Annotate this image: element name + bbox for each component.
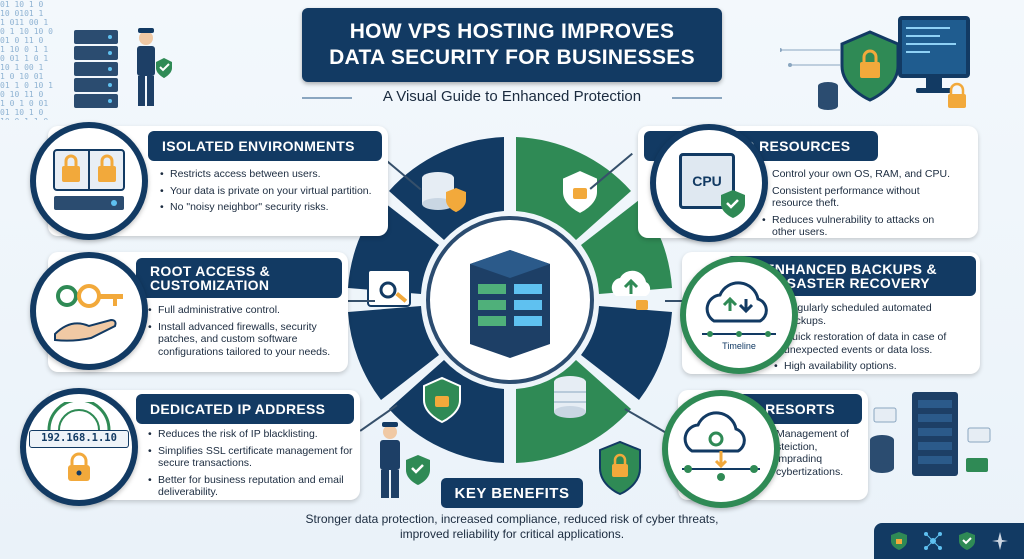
server-guard-illustration (74, 28, 172, 108)
medal-backups: Timeline (680, 256, 798, 374)
card-backups-heading-line-2: DISASTER RECOVERY (772, 275, 930, 291)
list-item: Management of steiction, impradinq cyber… (766, 428, 864, 478)
medal-root (30, 252, 148, 370)
card-root-heading-line-1: ROOT ACCESS & (150, 263, 271, 279)
list-item: Control your own OS, RAM, and CPU. (762, 168, 954, 181)
padlock-icon (68, 452, 90, 481)
card-root-bullets: Full administrative control. Install adv… (148, 304, 338, 362)
list-item: Simplifies SSL certificate management fo… (148, 445, 354, 470)
globe-icon (47, 402, 111, 431)
shield-monitor-illustration (780, 16, 970, 110)
guard-shield-illustration (380, 422, 430, 498)
cpu-label: CPU (692, 173, 722, 189)
list-item: Consistent performance without resource … (762, 185, 954, 210)
network-node-icon (923, 532, 942, 550)
card-backups-heading-line-1: ENHANCED BACKUPS & (765, 261, 937, 277)
shield-check-icon-small (958, 532, 975, 550)
shield-lock-icon-top (561, 168, 599, 216)
cloud-sync-icon (705, 281, 768, 323)
list-item: Full administrative control. (148, 304, 338, 317)
cloud-upload-lock-icon (611, 270, 651, 310)
connector-root (345, 300, 375, 302)
medal-resorts (662, 390, 780, 508)
list-item: Regularly scheduled automated backups. (774, 302, 974, 327)
card-resources-bullets: Control your own OS, RAM, and CPU. Consi… (762, 168, 954, 243)
card-root-heading-line-2: CUSTOMIZATION (150, 277, 270, 293)
title-line-1: HOW VPS HOSTING IMPROVES (349, 20, 675, 43)
server-rack-illustration (870, 392, 991, 476)
list-item: Quick restoration of data in case of une… (774, 331, 974, 356)
list-item: No "noisy neighbor" security risks. (160, 201, 380, 214)
list-item: High availability options. (774, 360, 974, 373)
bottom-icon-bar (874, 523, 1024, 559)
settings-key-icon (367, 269, 411, 307)
benefits-wheel (348, 137, 672, 463)
timeline-icon (702, 331, 776, 337)
list-item: Reduces vulnerability to attacks on othe… (762, 214, 954, 239)
card-root-heading: ROOT ACCESS & CUSTOMIZATION (136, 258, 342, 298)
cpu-chip-icon: CPU (679, 153, 735, 209)
list-item: Restricts access between users. (160, 168, 380, 181)
card-isolated-heading: ISOLATED ENVIRONMENTS (148, 131, 382, 161)
card-backups-bullets: Regularly scheduled automated backups. Q… (774, 302, 974, 377)
connector-backups (665, 300, 695, 302)
medal-ip: 192.168.1.10 (20, 388, 138, 506)
card-isolated-bullets: Restricts access between users. Your dat… (160, 168, 380, 218)
timeline-label: Timeline (722, 341, 756, 351)
database-stack-icon (554, 376, 586, 418)
subtitle: A Visual Guide to Enhanced Protection (302, 88, 722, 105)
shield-lock-icon-bottom (423, 376, 461, 424)
database-shield-icon (422, 172, 466, 212)
card-ip-bullets: Reduces the risk of IP blacklisting. Sim… (148, 428, 354, 503)
key-benefits-heading: KEY BENEFITS (441, 478, 583, 508)
card-resorts-bullets: Management of steiction, impradinq cyber… (766, 428, 864, 482)
shield-check-icon (721, 190, 745, 218)
wheel-segment-left-bottom (348, 306, 439, 400)
list-item: Install advanced firewalls, security pat… (148, 321, 338, 359)
dual-lock-server-icon (53, 149, 125, 210)
cloud-gear-network-icon (682, 411, 760, 481)
medal-isolated (30, 122, 148, 240)
ip-address-value: 192.168.1.10 (29, 430, 129, 448)
central-server-icon (470, 250, 550, 358)
wheel-segment-right-bottom (581, 306, 672, 400)
title-line-2: DATA SECURITY FOR BUSINESSES (329, 46, 695, 69)
shield-lock-icon-small (890, 532, 907, 550)
card-ip-heading: DEDICATED IP ADDRESS (136, 394, 354, 424)
sparkle-icon (991, 532, 1008, 550)
hand-key-gear-icon (54, 284, 123, 342)
list-item: Your data is private on your virtual par… (160, 185, 380, 198)
binary-background: 01 10 1 0 10 0101 1 1 011 00 1 0 1 10 10… (0, 0, 53, 120)
shield-lock-icon-standalone (599, 440, 641, 496)
title-banner: HOW VPS HOSTING IMPROVES DATA SECURITY F… (302, 8, 722, 82)
key-benefits-text: Stronger data protection, increased comp… (305, 512, 719, 541)
list-item: Better for business reputation and email… (148, 474, 354, 499)
list-item: Reduces the risk of IP blacklisting. (148, 428, 354, 441)
medal-resources: CPU (650, 124, 768, 242)
